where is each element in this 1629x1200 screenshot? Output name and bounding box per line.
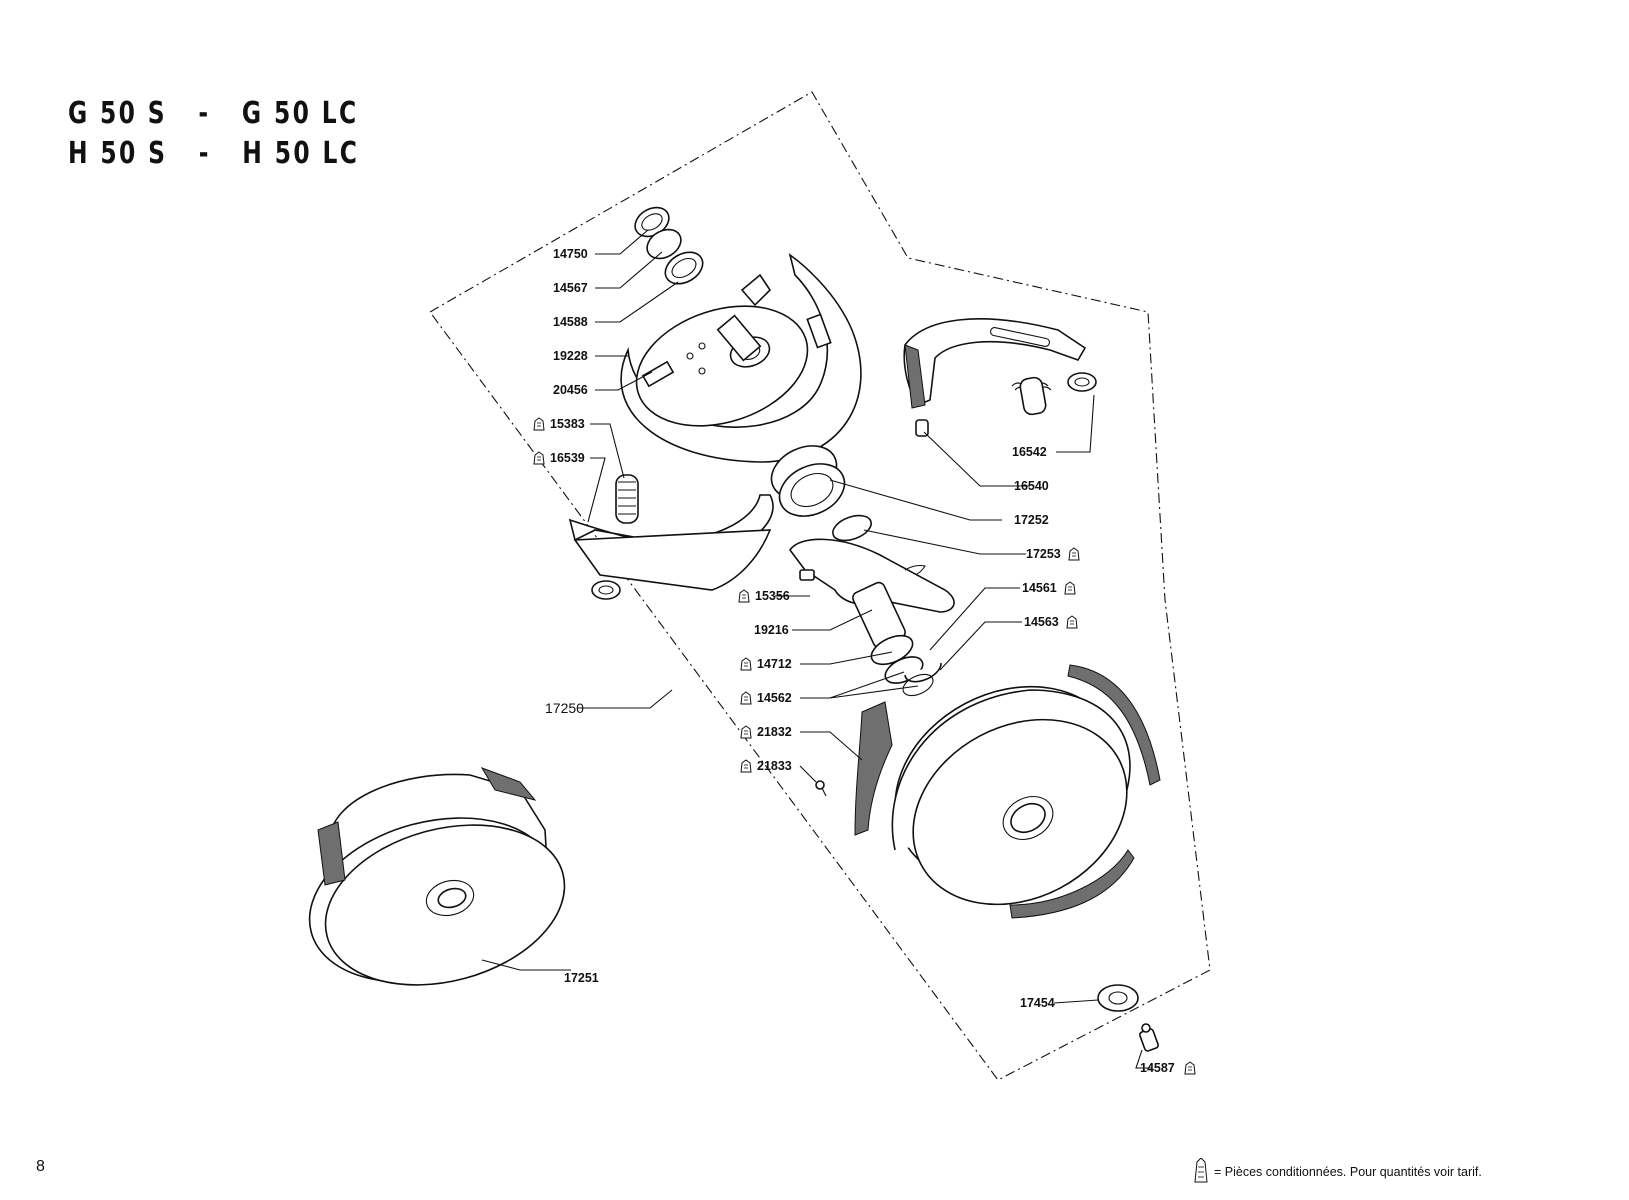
label-14712: 14712 [757,657,792,671]
label-15356: 15356 [755,589,790,603]
label-17252: 17252 [1014,513,1049,527]
brake-back-plate [620,253,862,463]
label-17253: 17253 [1026,547,1061,561]
bag-icon [738,589,750,603]
label-16540: 16540 [1014,479,1049,493]
brake-drum-left [308,767,566,986]
screw-21833 [815,780,827,797]
label-14567: 14567 [553,281,588,295]
adjuster-nut [1097,984,1139,1012]
label-20456: 20456 [553,383,588,397]
label-17454: 17454 [1020,996,1055,1010]
label-14562: 14562 [757,691,792,705]
label-14561: 14561 [1022,581,1057,595]
drum-cup [770,445,846,517]
bag-icon [740,759,752,773]
bag-icon [1066,615,1078,629]
leader-lines [481,229,1152,1069]
brake-shoe-left [568,494,774,600]
bearing-rings [634,206,704,285]
footer-note-text: = Pièces conditionnées. Pour quantités v… [1214,1164,1482,1179]
label-19228: 19228 [553,349,588,363]
label-16539: 16539 [550,451,585,465]
bag-icon [740,657,752,671]
bag-icon [1194,1157,1208,1187]
label-19216: 19216 [754,623,789,637]
bag-icon [533,451,545,465]
bag-icon [740,691,752,705]
bag-icon [1068,547,1080,561]
label-17251: 17251 [564,971,599,985]
bag-icon [1184,1061,1196,1075]
page-number: 8 [36,1158,45,1175]
bag-icon [740,725,752,739]
bag-icon [1064,581,1076,595]
label-21832: 21832 [757,725,792,739]
assembly-boundary [429,91,1211,1081]
brake-drum-right [854,664,1161,919]
footer-legend: = Pièces conditionnées. Pour quantités v… [1194,1157,1482,1187]
model-title-line-2: H 50 S - H 50 LC [68,136,360,171]
label-16542: 16542 [1012,445,1047,459]
label-14750: 14750 [553,247,588,261]
label-21833: 21833 [757,759,792,773]
spring-left [615,474,639,524]
label-14563: 14563 [1024,615,1059,629]
brake-shoe-upper [903,318,1097,437]
label-17250: 17250 [545,700,584,716]
cam-lever [789,514,955,697]
label-14588: 14588 [553,315,588,329]
label-14587: 14587 [1140,1061,1175,1075]
grease-nipple [1139,1023,1159,1052]
model-title-line-1: G 50 S - G 50 LC [68,96,359,131]
label-15383: 15383 [550,417,585,431]
bag-icon [533,417,545,431]
